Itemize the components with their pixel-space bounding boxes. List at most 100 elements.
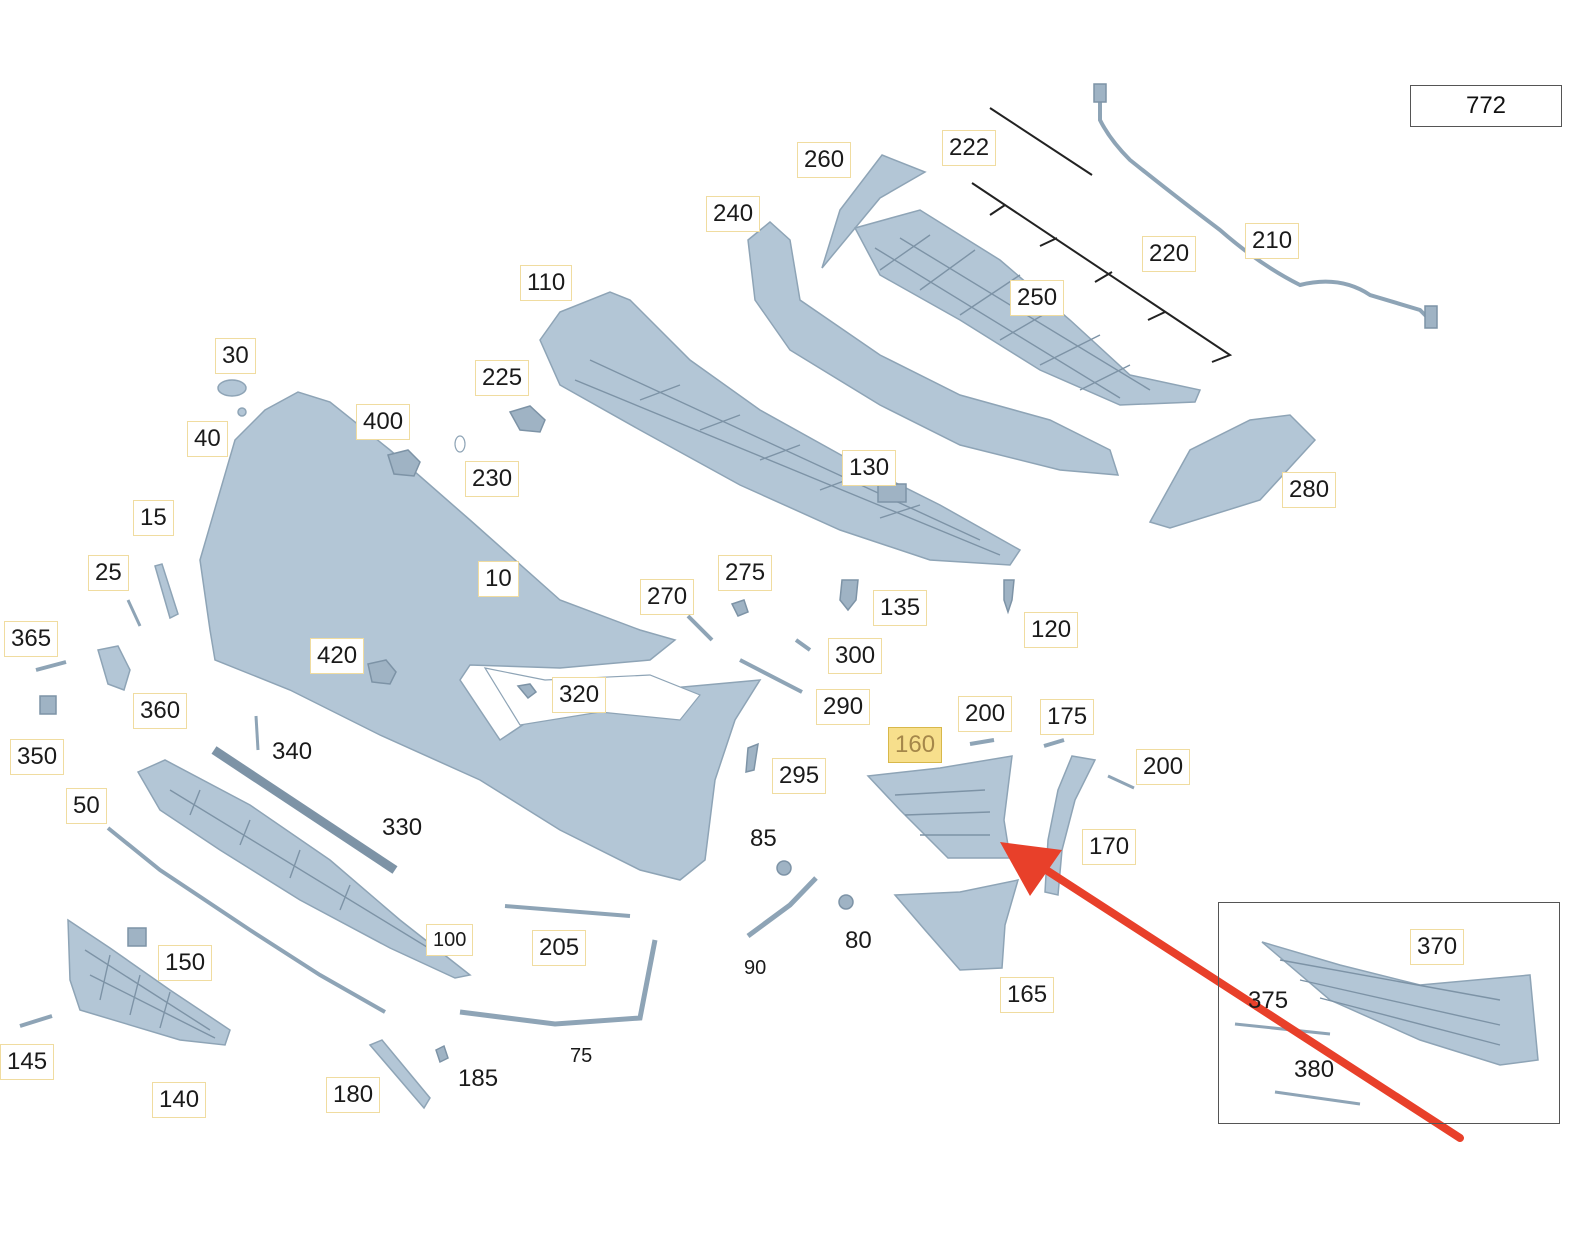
label-375[interactable]: 375 [1248, 987, 1289, 1014]
part-100-strip[interactable] [106, 826, 386, 1014]
label-365[interactable]: 365 [4, 621, 59, 657]
label-175[interactable]: 175 [1040, 699, 1095, 735]
part-270[interactable] [686, 614, 714, 642]
part-165[interactable] [893, 879, 1020, 971]
part-420-sensor[interactable] [367, 659, 397, 685]
label-295[interactable]: 295 [772, 758, 827, 794]
label-30[interactable]: 30 [215, 338, 256, 374]
label-85[interactable]: 85 [750, 825, 777, 852]
part-40[interactable] [237, 407, 247, 417]
label-275a[interactable]: 275 [718, 555, 773, 591]
part-330-strip[interactable] [211, 746, 398, 874]
part-170[interactable] [1044, 755, 1097, 896]
label-222[interactable]: 222 [942, 130, 997, 166]
label-400[interactable]: 400 [356, 404, 411, 440]
part-365-screw[interactable] [35, 660, 67, 672]
part-175-clip[interactable] [1043, 738, 1065, 748]
label-260[interactable]: 260 [797, 142, 852, 178]
label-10[interactable]: 10 [478, 561, 519, 597]
label-160-highlighted[interactable]: 160 [888, 727, 943, 763]
part-85-nut[interactable] [776, 860, 792, 876]
label-340[interactable]: 340 [272, 738, 313, 765]
part-185-clip[interactable] [435, 1044, 449, 1064]
label-75[interactable]: 75 [570, 1045, 593, 1067]
part-200-clip-a[interactable] [969, 738, 995, 746]
part-75-strip[interactable] [459, 939, 658, 1027]
label-15[interactable]: 15 [133, 500, 174, 536]
label-40[interactable]: 40 [187, 421, 228, 457]
part-180[interactable] [368, 1039, 431, 1110]
label-130[interactable]: 130 [842, 450, 897, 486]
label-145[interactable]: 145 [0, 1044, 55, 1080]
part-210-wiring-harness[interactable] [1098, 88, 1434, 324]
part-50-lower-grille[interactable] [136, 759, 472, 979]
label-25[interactable]: 25 [88, 555, 129, 591]
label-170[interactable]: 170 [1082, 829, 1137, 865]
part-375-inset[interactable] [1234, 1022, 1331, 1036]
label-250[interactable]: 250 [1010, 280, 1065, 316]
part-150-clip[interactable] [127, 927, 147, 947]
label-50[interactable]: 50 [66, 788, 107, 824]
label-120[interactable]: 120 [1024, 612, 1079, 648]
label-135[interactable]: 135 [873, 590, 928, 626]
label-280[interactable]: 280 [1282, 472, 1337, 508]
part-15-strip[interactable] [154, 563, 179, 620]
label-185[interactable]: 185 [458, 1065, 499, 1092]
part-300[interactable] [794, 638, 812, 652]
label-350[interactable]: 350 [10, 739, 65, 775]
label-225[interactable]: 225 [475, 360, 530, 396]
part-360[interactable] [97, 645, 131, 691]
part-145-screw[interactable] [19, 1014, 53, 1028]
label-200b[interactable]: 200 [1136, 749, 1191, 785]
part-290-strip[interactable] [739, 658, 803, 694]
label-420[interactable]: 420 [310, 638, 365, 674]
part-260[interactable] [821, 154, 927, 269]
label-220[interactable]: 220 [1142, 236, 1197, 272]
label-300[interactable]: 300 [828, 638, 883, 674]
part-130[interactable] [877, 483, 907, 503]
part-220-rod[interactable] [971, 182, 1233, 363]
label-165[interactable]: 165 [1000, 977, 1055, 1013]
part-275-clip[interactable] [730, 599, 749, 617]
part-225-sensor[interactable] [508, 405, 546, 433]
part-222-rod[interactable] [989, 107, 1093, 176]
part-140-plate-bracket[interactable] [67, 918, 231, 1046]
part-350[interactable] [39, 695, 57, 715]
label-330[interactable]: 330 [382, 814, 423, 841]
label-290[interactable]: 290 [816, 689, 871, 725]
part-30-cap[interactable] [217, 379, 247, 397]
part-240-bracket[interactable] [747, 221, 1120, 476]
label-270[interactable]: 270 [640, 579, 695, 615]
part-25-pin[interactable] [126, 599, 142, 627]
label-360[interactable]: 360 [133, 693, 188, 729]
part-160[interactable] [866, 755, 1013, 859]
part-90-strip[interactable] [746, 876, 818, 939]
label-150[interactable]: 150 [158, 945, 213, 981]
part-230-ring[interactable] [454, 435, 466, 453]
label-100[interactable]: 100 [426, 924, 474, 956]
label-180[interactable]: 180 [326, 1077, 381, 1113]
label-80[interactable]: 80 [845, 927, 872, 954]
label-370[interactable]: 370 [1410, 929, 1465, 965]
label-240[interactable]: 240 [706, 196, 761, 232]
label-210[interactable]: 210 [1245, 223, 1300, 259]
label-205[interactable]: 205 [532, 930, 587, 966]
label-320[interactable]: 320 [552, 677, 607, 713]
label-90[interactable]: 90 [744, 957, 767, 979]
label-230[interactable]: 230 [465, 461, 520, 497]
label-110[interactable]: 110 [520, 265, 573, 301]
part-135-clip[interactable] [839, 579, 859, 612]
label-380[interactable]: 380 [1294, 1056, 1335, 1083]
part-340-pin[interactable] [254, 715, 260, 751]
label-200a[interactable]: 200 [958, 696, 1013, 732]
part-120-clip[interactable] [1003, 579, 1015, 615]
part-320-clip[interactable] [516, 683, 538, 700]
part-370-inset[interactable] [1261, 941, 1539, 1066]
part-400-sensor[interactable] [387, 449, 421, 477]
part-280[interactable] [1148, 414, 1317, 529]
part-380-inset[interactable] [1274, 1090, 1361, 1106]
part-200-clip-b[interactable] [1107, 774, 1135, 790]
part-295-clip[interactable] [745, 742, 759, 773]
label-140[interactable]: 140 [152, 1082, 207, 1118]
part-80-bolt[interactable] [838, 894, 854, 910]
